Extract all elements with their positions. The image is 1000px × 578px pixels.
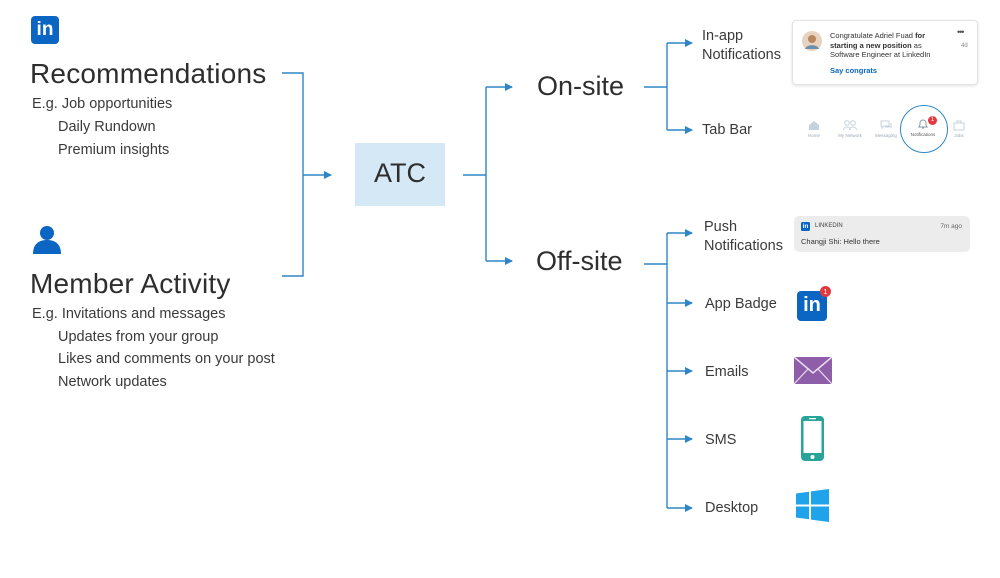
member-activity-example-1: E.g. Invitations and messages (32, 306, 226, 322)
say-congrats-button[interactable]: Say congrats (830, 66, 878, 75)
linkedin-small-icon: in (801, 222, 810, 231)
channel-emails: Emails (705, 364, 749, 380)
recommendations-title: Recommendations (30, 58, 267, 89)
tab-home[interactable]: Home (799, 120, 829, 138)
tab-notifications-highlight (900, 105, 948, 153)
member-activity-example-2: Updates from your group (58, 329, 219, 345)
push-app-name: LINKEDIN (815, 223, 843, 229)
avatar (802, 31, 822, 51)
push-notification-card[interactable]: in LINKEDIN 7m ago Changji Shi: Hello th… (794, 216, 970, 252)
recommendations-example-1: E.g. Job opportunities (32, 96, 173, 112)
channel-sms: SMS (705, 432, 737, 448)
tab-my-network[interactable]: My Network (835, 120, 865, 138)
notifications-badge: 1 (928, 116, 937, 125)
atc-label: ATC (374, 158, 426, 188)
atc-node: ATC (355, 143, 445, 206)
inapp-notification-card[interactable]: Congratulate Adriel Fuad for starting a … (792, 20, 978, 85)
inapp-notification-text: Congratulate Adriel Fuad for starting a … (830, 31, 931, 59)
tab-notifications[interactable]: Notifications (908, 118, 938, 137)
member-activity-example-4: Network updates (58, 374, 167, 390)
tab-messaging[interactable]: Messaging (871, 120, 901, 138)
smartphone-icon (801, 416, 824, 461)
channel-tab-bar: Tab Bar (702, 122, 752, 138)
push-message: Changji Shi: Hello there (801, 237, 880, 246)
push-time: 7m ago (940, 223, 962, 230)
more-options-icon[interactable]: ••• (957, 27, 965, 37)
home-icon (809, 121, 819, 130)
linkedin-logo-icon: in (31, 16, 59, 44)
notification-time: 4d (961, 43, 968, 49)
channel-push-notifications: Push Notifications (704, 219, 783, 254)
app-badge-count: 1 (820, 286, 831, 297)
onsite-node: On-site (537, 71, 625, 101)
bell-icon (917, 119, 929, 129)
source-bracket (282, 72, 304, 277)
recommendations-example-2: Daily Rundown (58, 119, 156, 135)
offsite-node: Off-site (536, 246, 623, 276)
channel-desktop: Desktop (705, 500, 759, 516)
messaging-icon (880, 120, 891, 130)
recommendations-example-3: Premium insights (58, 142, 170, 158)
briefcase-icon (953, 120, 965, 131)
network-icon (843, 120, 857, 131)
person-icon (33, 226, 61, 254)
tab-jobs[interactable]: Jobs (944, 120, 974, 138)
envelope-icon (794, 357, 832, 384)
member-activity-example-3: Likes and comments on your post (58, 351, 275, 367)
channel-app-badge: App Badge (705, 296, 777, 312)
member-activity-title: Member Activity (30, 268, 231, 299)
channel-inapp-notifications: In-app Notifications (702, 28, 781, 63)
windows-logo-icon (796, 489, 829, 522)
